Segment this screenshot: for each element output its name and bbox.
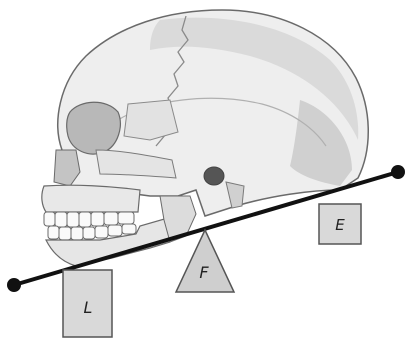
effort-marker: E <box>319 204 361 244</box>
load-marker: L <box>63 270 112 337</box>
fulcrum-marker: F <box>176 230 234 292</box>
fulcrum-label: F <box>199 263 209 282</box>
skull-temporal-region <box>124 100 178 140</box>
lever-end-left <box>7 278 21 292</box>
skull-ear <box>204 167 224 185</box>
skull-maxilla <box>42 185 140 212</box>
effort-label: E <box>335 216 345 234</box>
fulcrum-triangle <box>176 230 234 292</box>
lever-end-right <box>391 165 405 179</box>
skull-orbit <box>67 102 121 154</box>
load-label: L <box>84 298 93 317</box>
